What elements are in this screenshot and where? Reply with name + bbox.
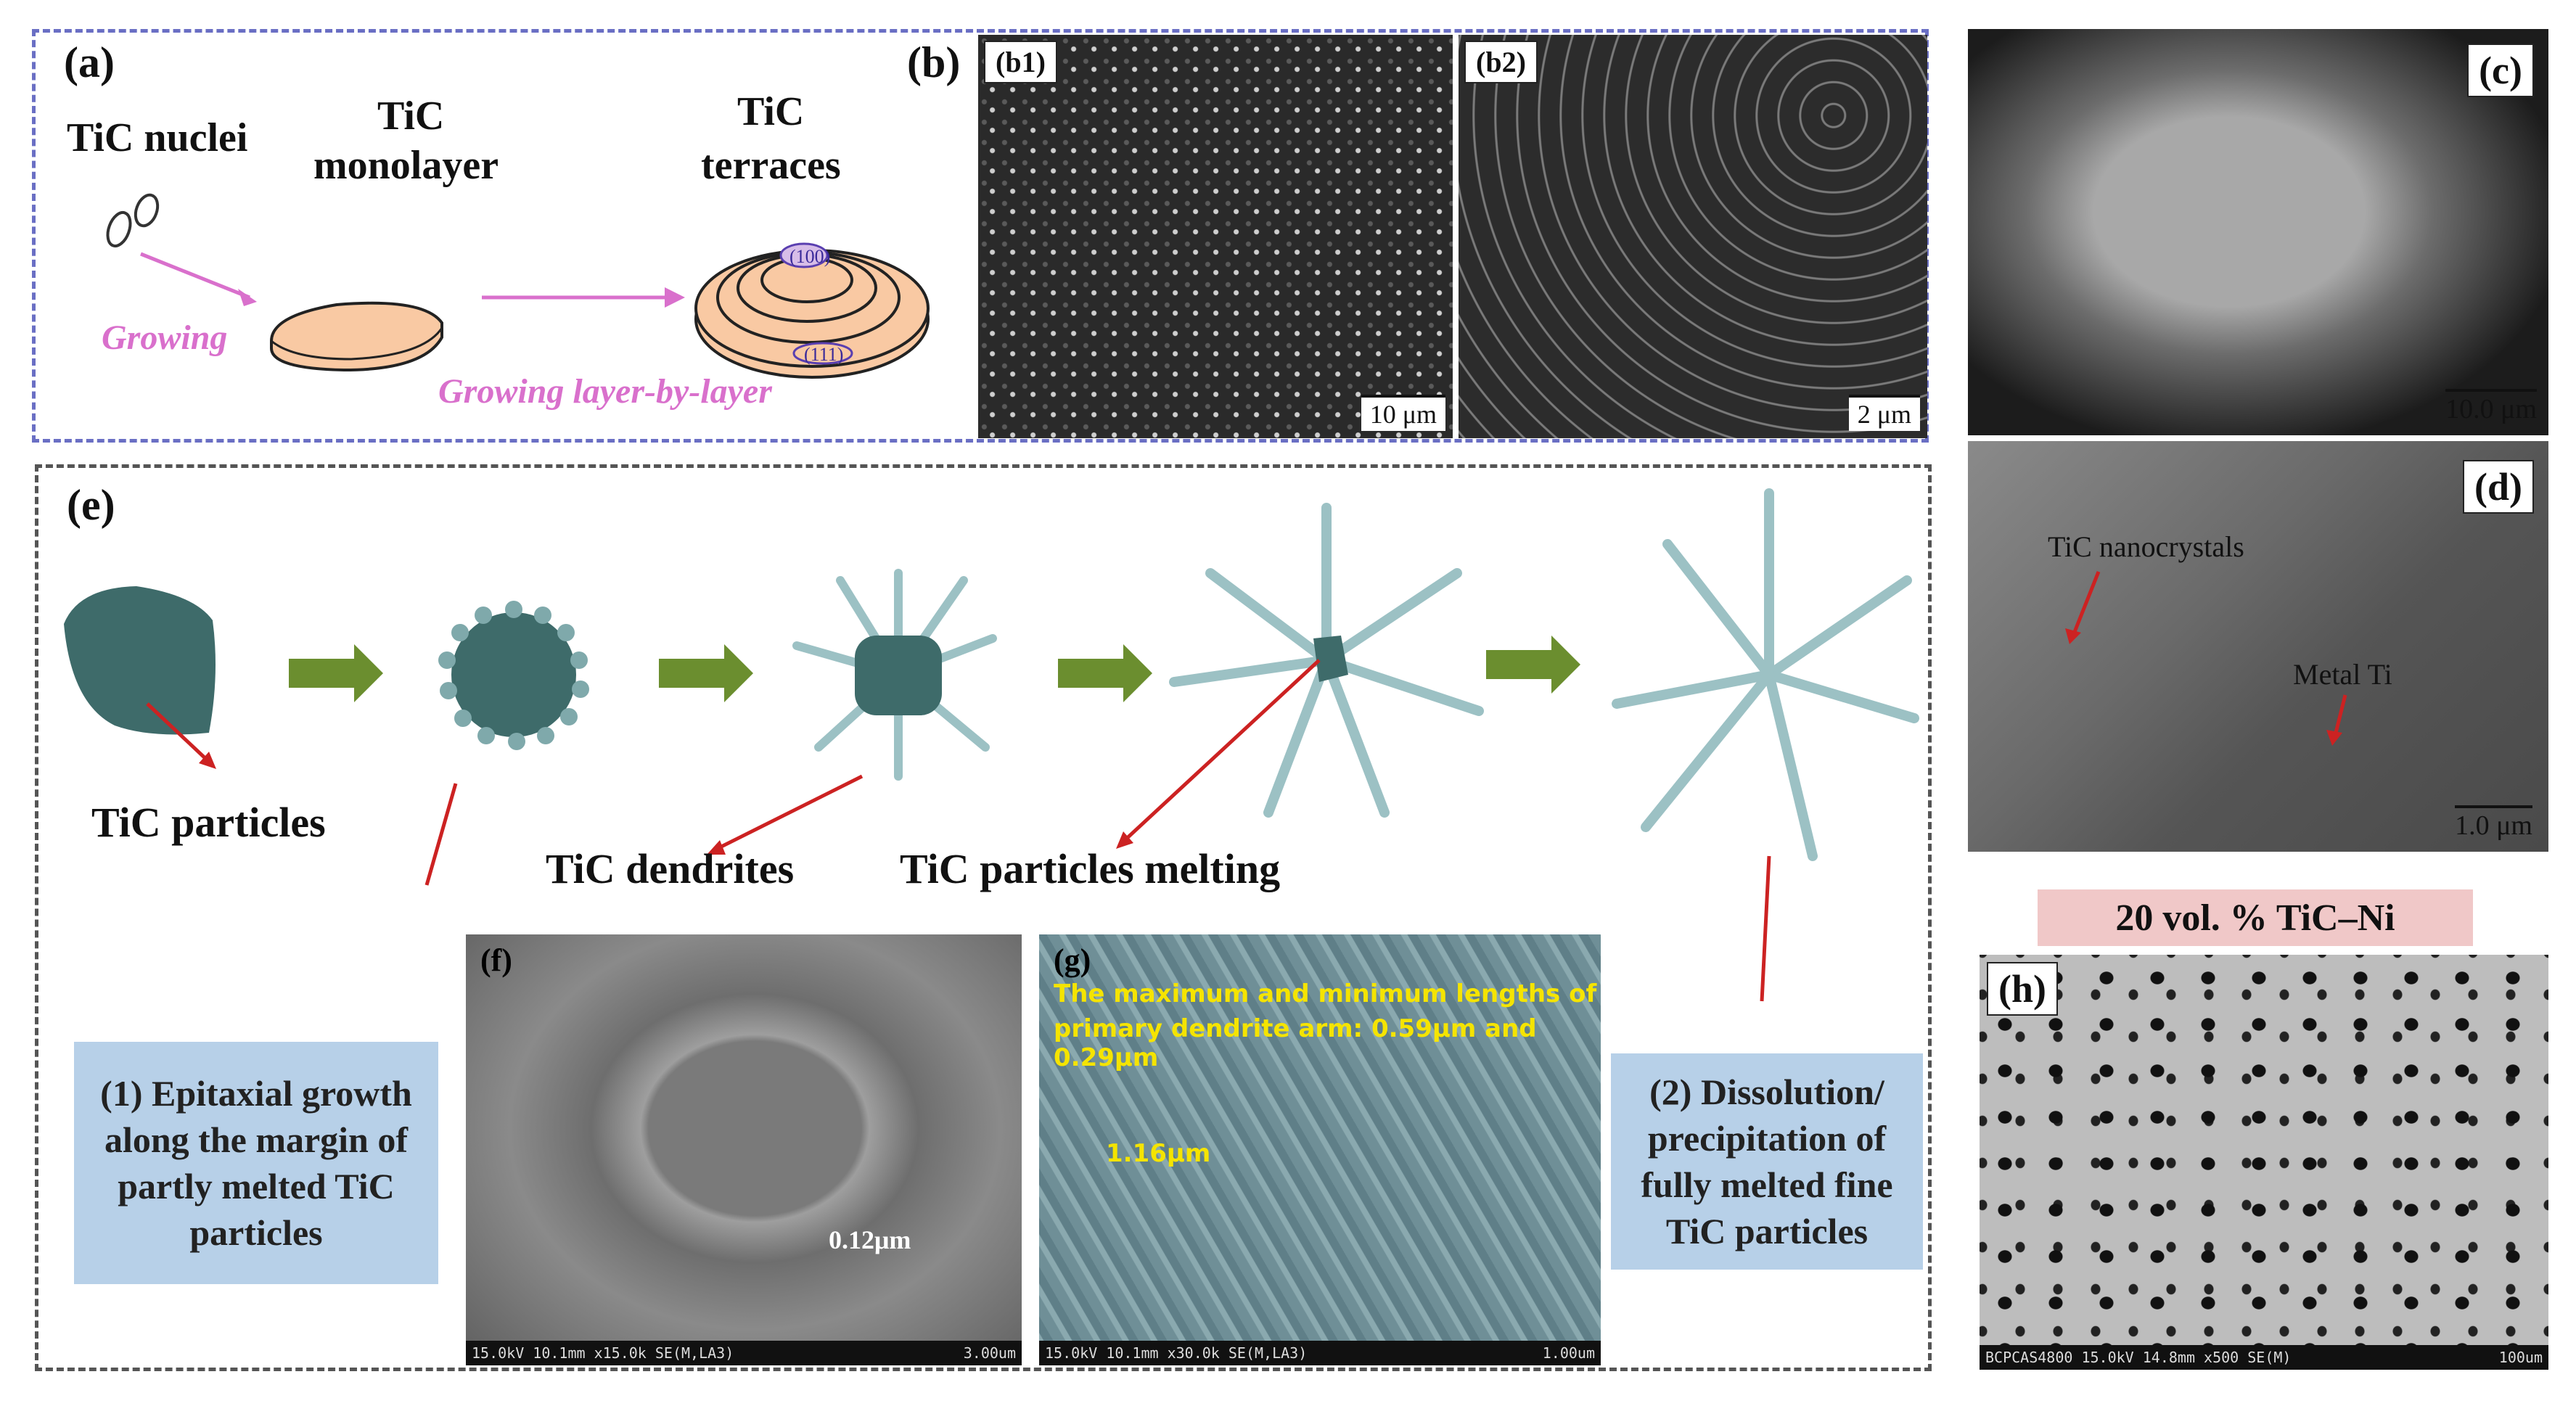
tic-particle-icon — [64, 586, 216, 735]
b2-scale-bar: 2 μm — [1848, 395, 1920, 431]
panel-d-tag: (d) — [2463, 460, 2534, 514]
sem-image-f: (f) 0.12μm 15.0kV 10.1mm x15.0k SE(M,LA3… — [466, 934, 1022, 1365]
b1-tag: (b1) — [984, 41, 1057, 83]
monolayer-disk-icon — [270, 301, 443, 372]
c-scale-bar: 10.0 μm — [2445, 389, 2537, 425]
terraces-label-line2: terraces — [701, 143, 841, 188]
sem-image-h: (h) BCPCAS4800 15.0kV 14.8mm x500 SE(M) … — [1980, 955, 2548, 1370]
dendrite-evolution-diagram — [64, 488, 1919, 1002]
plane-side-label: (111) — [804, 344, 843, 365]
nucleus-2-icon — [134, 193, 160, 228]
h-info-bar: BCPCAS4800 15.0kV 14.8mm x500 SE(M) 100u… — [1980, 1345, 2548, 1370]
panel-a-tag: (a) — [64, 38, 115, 86]
sem-image-g: (g) The maximum and minimum lengths of p… — [1039, 934, 1601, 1365]
f-info-bar: 15.0kV 10.1mm x15.0k SE(M,LA3) 3.00um — [466, 1341, 1022, 1365]
g-measure-label: 1.16μm — [1106, 1139, 1211, 1168]
monolayer-label-line2: monolayer — [313, 143, 499, 188]
d-metal-ti-label: Metal Ti — [2293, 658, 2392, 691]
g-info-left: 15.0kV 10.1mm x30.0k SE(M,LA3) — [1045, 1344, 1308, 1362]
panel-h-tag: (h) — [1987, 962, 2058, 1016]
g-info-right: 1.00um — [1542, 1344, 1595, 1362]
d-nanocrystals-label: TiC nanocrystals — [2048, 530, 2244, 563]
b2-tag: (b2) — [1464, 41, 1538, 83]
dendrite-melting-icon — [1169, 503, 1484, 818]
growing-layer-label: Growing layer-by-layer — [438, 372, 772, 411]
tic-particles-melting-label: TiC particles melting — [900, 845, 1281, 892]
h-info-left: BCPCAS4800 15.0kV 14.8mm x500 SE(M) — [1985, 1349, 2292, 1366]
monolayer-label-line1: TiC — [377, 94, 445, 139]
g-note-line1: The maximum and minimum lengths of — [1054, 979, 1597, 1008]
process-arrow-2-icon — [659, 644, 753, 702]
curve-arrow-left — [424, 783, 458, 886]
panel-b-tag: (b) — [907, 38, 961, 86]
h-title: 20 vol. % TiC–Ni — [2038, 889, 2473, 946]
sem-image-d: (d) TiC nanocrystals Metal Ti 1.0 μm — [1968, 441, 2548, 852]
panel-f-tag: (f) — [480, 942, 512, 978]
tic-particles-label: TiC particles — [91, 799, 326, 846]
f-measure-label: 0.12μm — [829, 1225, 911, 1254]
panel-e-frame — [35, 464, 1932, 1371]
h-info-right: 100um — [2498, 1349, 2543, 1366]
particle-with-nuclei-icon — [438, 601, 589, 750]
growing-arrow — [140, 252, 250, 300]
d-pointer-arrows — [2065, 571, 2347, 746]
sem-image-b1: (b1) 10 μm — [978, 35, 1453, 438]
panel-e-tag: (e) — [67, 481, 115, 529]
process-arrow-1-icon — [289, 644, 383, 702]
g-note-line2: primary dendrite arm: 0.59μm and 0.29μm — [1054, 1014, 1537, 1072]
panel-g-tag: (g) — [1054, 942, 1091, 978]
full-dendrite-icon — [1612, 488, 1919, 861]
plane-top-label: (100) — [789, 246, 830, 267]
g-info-bar: 15.0kV 10.1mm x30.0k SE(M,LA3) 1.00um — [1039, 1341, 1601, 1365]
nucleus-1-icon — [106, 210, 132, 248]
f-info-right: 3.00um — [963, 1344, 1016, 1362]
tic-dendrites-label: TiC dendrites — [546, 845, 795, 892]
curve-arrow-right — [1760, 855, 1771, 1002]
terraces-label-line1: TiC — [737, 89, 805, 134]
sem-image-c: (c) 10.0 μm — [1968, 29, 2548, 435]
process-arrow-3-icon — [1058, 644, 1152, 702]
particle-with-dendrites-icon — [792, 569, 997, 781]
terraces-stack-icon — [694, 242, 930, 379]
panel-c-tag: (c) — [2467, 44, 2534, 97]
b1-scale-bar: 10 μm — [1361, 395, 1445, 431]
panel-a-schematic: (100) (111) — [106, 193, 930, 379]
sem-image-b2: (b2) 2 μm — [1459, 35, 1927, 438]
growing-label: Growing — [102, 318, 228, 357]
nuclei-label: TiC nuclei — [67, 115, 248, 160]
process-arrow-4-icon — [1486, 636, 1580, 694]
d-scale-bar: 1.0 μm — [2455, 805, 2532, 842]
mechanism-box-2: (2) Dissolution/ precipitation of fully … — [1611, 1053, 1923, 1270]
mechanism-box-1: (1) Epitaxial growth along the margin of… — [74, 1042, 438, 1284]
f-info-left: 15.0kV 10.1mm x15.0k SE(M,LA3) — [472, 1344, 734, 1362]
